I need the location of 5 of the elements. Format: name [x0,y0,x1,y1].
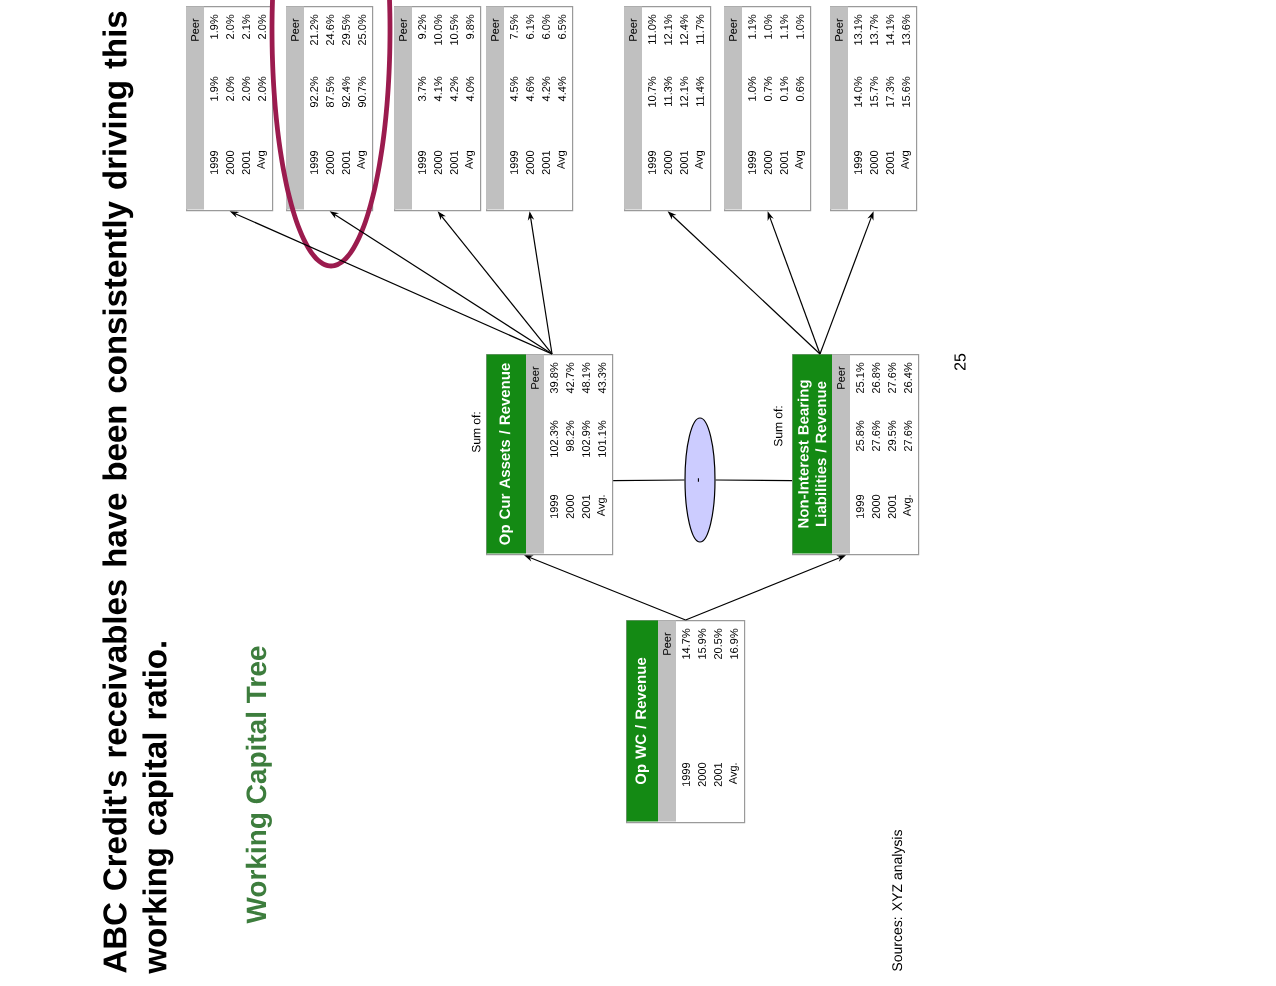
subtitle: Working Capital Tree [245,646,272,924]
page-number: 25 [954,353,966,371]
connector-line [715,479,793,482]
connector-line [612,479,685,482]
title: ABC Credit's receivables have been consistently driving this working capital ratio. [102,11,174,974]
